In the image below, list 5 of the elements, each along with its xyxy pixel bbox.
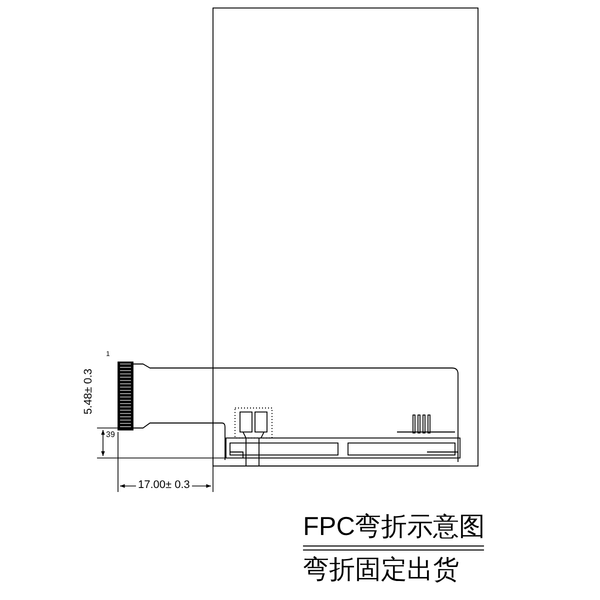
- callout-number: 39: [106, 431, 115, 439]
- dimension-text: 5.48± 0.3: [83, 368, 94, 414]
- diagram-title: FPC弯折示意图: [303, 513, 485, 539]
- dimension-text: 17.00± 0.3: [136, 480, 192, 491]
- diagram-caption: 弯折固定出货: [303, 556, 459, 582]
